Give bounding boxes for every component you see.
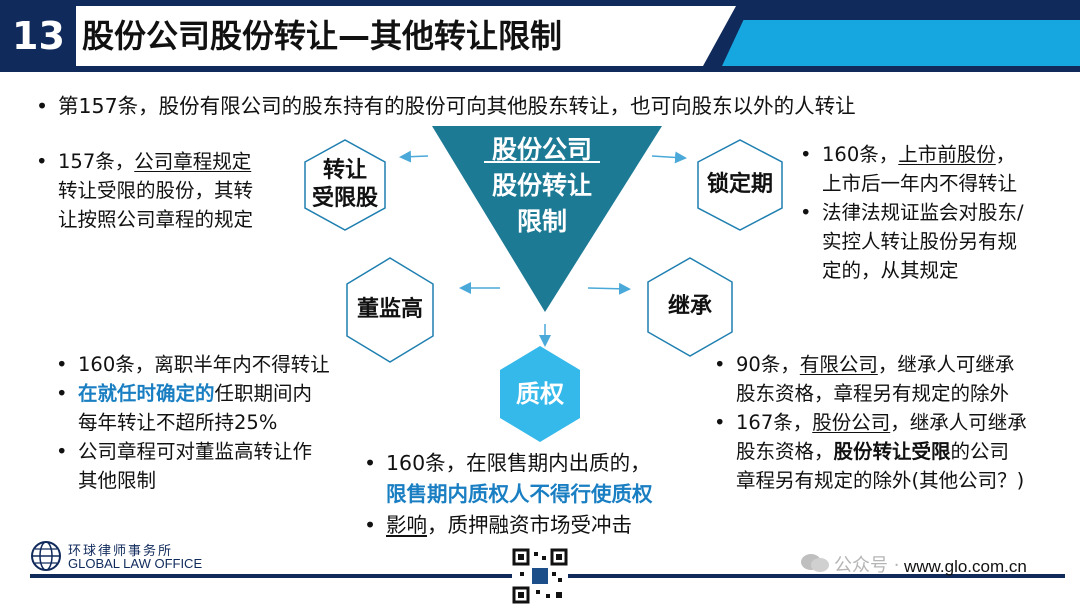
bottom-center-block: 160条，在限售期内出质的， 限售期内质权人不得行使质权 影响，质押融资市场受冲… bbox=[364, 448, 734, 541]
text: 定的，从其规定 bbox=[822, 259, 959, 282]
text: ，质押融资市场受冲击 bbox=[427, 513, 632, 537]
bold-text: 股份转让受限 bbox=[833, 440, 951, 463]
logo-en: GLOBAL LAW OFFICE bbox=[68, 556, 203, 571]
header-title-box bbox=[76, 6, 736, 66]
highlight-text: 在就任时确定的 bbox=[78, 382, 215, 405]
arrow-to-transfer bbox=[399, 150, 429, 163]
right-mid-bullet-1: 90条，有限公司，继承人可继承 股东资格，章程另有规定的除外 bbox=[714, 350, 1074, 408]
left-mid-bullet-1: 160条，离职半年内不得转让 bbox=[56, 350, 376, 379]
hex-lockup bbox=[697, 139, 783, 231]
right-top-bullet-2: 法律法规证监会对股东/ 实控人转让股份另有规 定的，从其规定 bbox=[800, 198, 1070, 285]
hex-transfer-line-1: 转让 bbox=[322, 158, 367, 183]
text: 90条， bbox=[736, 353, 800, 376]
text: 转让受限的股份，其转 bbox=[58, 179, 254, 202]
text: 让按照公司章程的规定 bbox=[58, 208, 254, 231]
bottom-bullet-1: 160条，在限售期内出质的， 限售期内质权人不得行使质权 bbox=[364, 448, 734, 510]
text: ， bbox=[995, 143, 1016, 166]
text: 股东资格， bbox=[736, 440, 834, 463]
left-mid-block: 160条，离职半年内不得转让 在就任时确定的任职期间内 每年转让不超所持25% … bbox=[56, 350, 376, 495]
slide-number: 13 bbox=[12, 14, 65, 58]
arrow-to-inheritance bbox=[587, 282, 631, 295]
text: 上市后一年内不得转让 bbox=[822, 172, 1018, 195]
right-top-bullet-1: 160条，上市前股份， 上市后一年内不得转让 bbox=[800, 140, 1070, 198]
center-line-1: 股份公司 bbox=[491, 135, 592, 164]
intro-bullet: 第157条，股份有限公司的股东持有的股份可向其他股东转让，也可向股东以外的人转让 bbox=[36, 92, 1080, 121]
underlined-text: 公司章程规定 bbox=[134, 150, 252, 173]
text: 法律法规证监会对股东/ bbox=[822, 201, 1024, 224]
left-top-block: 157条，公司章程规定 转让受限的股份，其转 让按照公司章程的规定 bbox=[36, 147, 301, 234]
text: ，继承人可继承 bbox=[890, 411, 1027, 434]
hex-transfer-line-2: 受限股 bbox=[311, 186, 378, 211]
header-accent bbox=[722, 20, 1080, 66]
text: 其他限制 bbox=[78, 469, 157, 492]
right-top-block: 160条，上市前股份， 上市后一年内不得转让 法律法规证监会对股东/ 实控人转让… bbox=[800, 140, 1070, 285]
hex-pledge bbox=[500, 346, 580, 442]
text: 157条， bbox=[58, 150, 135, 173]
hex-transfer bbox=[304, 139, 386, 231]
text: 160条， bbox=[822, 143, 899, 166]
hex-inheritance bbox=[647, 257, 733, 357]
bottom-bullet-2: 影响，质押融资市场受冲击 bbox=[364, 510, 734, 541]
wechat-icon bbox=[800, 552, 830, 574]
center-label: 股份公司 股份转让 限制 bbox=[462, 132, 622, 240]
globe-logo-icon bbox=[30, 540, 62, 572]
hex-inheritance-label: 继承 bbox=[667, 294, 712, 319]
underlined-text: 上市前股份 bbox=[898, 143, 996, 166]
qr-code-icon bbox=[512, 548, 568, 604]
center-triangle bbox=[432, 126, 662, 312]
text: 股东资格，章程另有规定的除外 bbox=[736, 382, 1010, 405]
left-top-bullet: 157条，公司章程规定 转让受限的股份，其转 让按照公司章程的规定 bbox=[36, 147, 301, 234]
underlined-text: 有限公司 bbox=[799, 353, 878, 376]
text: 章程另有规定的除外(其他公司？) bbox=[736, 469, 1025, 492]
left-mid-bullet-2: 在就任时确定的任职期间内 每年转让不超所持25% bbox=[56, 379, 376, 437]
center-line-3: 限制 bbox=[516, 207, 567, 236]
hex-pledge-label: 质权 bbox=[516, 380, 564, 408]
logo-cn: 环球律师事务所 bbox=[68, 544, 174, 559]
underlined-text: 影响 bbox=[386, 513, 427, 537]
watermark-text: 公众号 · bbox=[834, 555, 900, 576]
text: 167条， bbox=[736, 411, 813, 434]
hex-transfer-label: 转让 受限股 bbox=[305, 157, 385, 213]
hex-lockup-label: 锁定期 bbox=[706, 172, 773, 197]
hex-directors bbox=[346, 257, 434, 363]
left-mid-bullet-3: 公司章程可对董监高转让作 其他限制 bbox=[56, 437, 376, 495]
highlight-text: 限售期内质权人不得行使质权 bbox=[386, 482, 653, 506]
text: ，继承人可继承 bbox=[877, 353, 1015, 376]
text: 实控人转让股份另有规 bbox=[822, 230, 1018, 253]
text: 160条，在限售期内出质的， bbox=[386, 451, 651, 475]
text: 公司章程可对董监高转让作 bbox=[78, 440, 313, 463]
text: 每年转让不超所持25% bbox=[78, 411, 278, 434]
underlined-text: 股份公司 bbox=[812, 411, 891, 434]
right-mid-bullet-2: 167条，股份公司，继承人可继承 股东资格，股份转让受限的公司 章程另有规定的除… bbox=[714, 408, 1074, 495]
intro-text: 第157条，股份有限公司的股东持有的股份可向其他股东转让，也可向股东以外的人转让 bbox=[58, 94, 856, 118]
arrow-to-lockup bbox=[651, 151, 687, 164]
text: 任职期间内 bbox=[214, 382, 313, 405]
text: 160条，离职半年内不得转让 bbox=[78, 353, 330, 376]
footer-url[interactable]: www.glo.com.cn bbox=[904, 557, 1027, 576]
center-line-2: 股份转让 bbox=[491, 171, 592, 200]
text: 的公司 bbox=[950, 440, 1010, 463]
right-mid-block: 90条，有限公司，继承人可继承 股东资格，章程另有规定的除外 167条，股份公司… bbox=[714, 350, 1074, 495]
slide-title: 股份公司股份转让—其他转让限制 bbox=[82, 17, 563, 55]
hex-directors-label: 董监高 bbox=[356, 297, 423, 322]
